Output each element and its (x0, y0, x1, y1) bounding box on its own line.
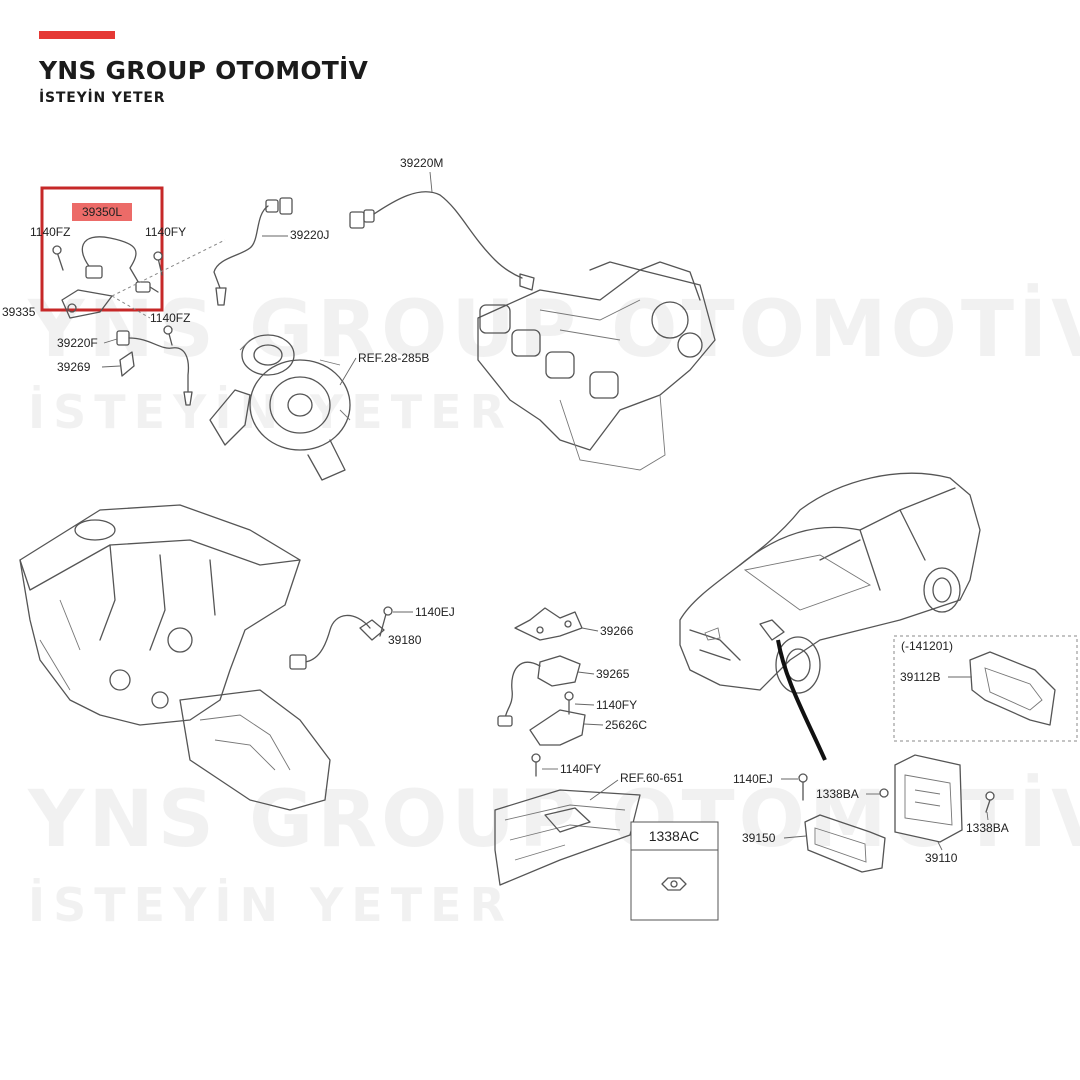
turbocharger (209, 334, 351, 481)
brand-accent-bar (39, 31, 115, 39)
brand-tagline: İSTEYİN YETER (39, 90, 166, 106)
sensor-39220J (213, 197, 293, 306)
bolt-1140FY-c (531, 753, 541, 777)
car (679, 472, 981, 761)
label-39110: 39110 (925, 851, 958, 865)
label-1140FY-a: 1140FY (145, 225, 186, 239)
bracket-25626C (529, 709, 586, 746)
sensor-39180 (289, 606, 393, 670)
label-39269: 39269 (57, 360, 91, 374)
bolt-1140EJ-b (798, 773, 808, 801)
module-39265 (497, 655, 581, 727)
brand-title: YNS GROUP OTOMOTİV (39, 56, 369, 85)
label-1140FY-b: 1140FY (596, 698, 637, 712)
sensor-39220F (116, 325, 193, 406)
nut-1338BA-a (879, 788, 889, 798)
label-39220M: 39220M (400, 156, 443, 170)
label-39266: 39266 (600, 624, 634, 638)
label-1338BA-b: 1338BA (966, 821, 1009, 835)
bracket-39266 (514, 607, 583, 641)
floor-panel (494, 789, 641, 886)
label-141201: (-141201) (901, 639, 953, 653)
exhaust-manifold (477, 261, 716, 471)
label-39150: 39150 (742, 831, 776, 845)
ecu-39110 (894, 754, 963, 843)
label-39220F: 39220F (57, 336, 98, 350)
sensor-39350L (52, 236, 163, 293)
label-1140FZ-b: 1140FZ (150, 311, 190, 325)
label-1140EJ-a: 1140EJ (415, 605, 455, 619)
sensor-39220M (349, 191, 535, 291)
label-39335: 39335 (2, 305, 36, 319)
nut-1338BA-b (985, 791, 995, 813)
box-1338AC: 1338AC (630, 821, 719, 921)
label-39265: 39265 (596, 667, 630, 681)
bracket-39335 (61, 239, 226, 319)
label-1338AC: 1338AC (649, 828, 700, 844)
bolt-1140FY-b (564, 691, 574, 715)
label-39112B: 39112B (900, 670, 940, 684)
label-ref-60-651: REF.60-651 (620, 771, 684, 785)
label-ref-28-285B: REF.28-285B (358, 351, 429, 365)
engine-block (19, 504, 331, 811)
label-39220J: 39220J (290, 228, 329, 242)
label-1338BA-a: 1338BA (816, 787, 859, 801)
label-1140FY-c: 1140FY (560, 762, 601, 776)
label-1140FZ-a: 1140FZ (30, 225, 70, 239)
label-1140EJ-b: 1140EJ (733, 772, 773, 786)
label-25626C: 25626C (605, 718, 647, 732)
bracket-39150 (804, 814, 886, 873)
dashed-box-141201: (-141201) (893, 635, 1078, 742)
label-39350L: 39350L (82, 205, 122, 219)
label-39180: 39180 (388, 633, 422, 647)
